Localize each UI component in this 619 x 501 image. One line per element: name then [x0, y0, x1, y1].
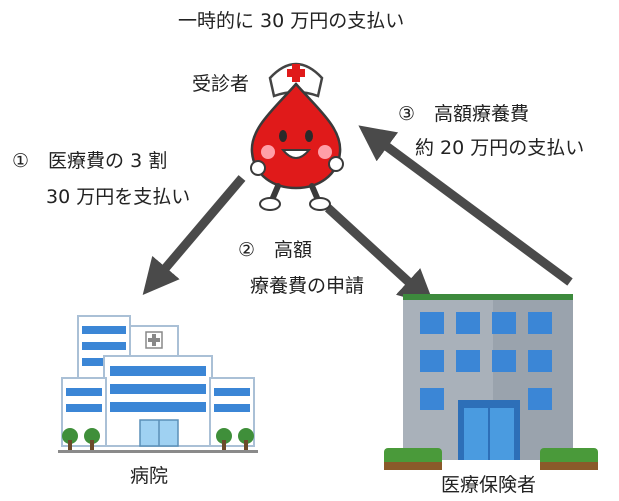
hospital-label: 病院 — [130, 465, 169, 487]
step2-label-line2: 療養費の申請 — [250, 275, 365, 297]
step3-label-line1: ③ 高額療養費 — [398, 103, 530, 125]
patient-label: 受診者 — [192, 73, 250, 95]
insurer-label: 医療保険者 — [441, 474, 537, 496]
arrow-patient-to-insurer — [324, 204, 435, 306]
hospital-building-icon — [58, 315, 258, 453]
top-payment-note: 一時的に 30 万円の支払い — [178, 10, 405, 32]
insurer-building-icon — [384, 294, 598, 470]
step3-label-line2: 約 20 万円の支払い — [415, 137, 585, 159]
step1-label-line2: 30 万円を支払い — [46, 186, 191, 208]
step1-label-line1: ① 医療費の 3 割 — [12, 150, 168, 172]
patient-mascot-icon — [250, 62, 344, 211]
arrow-insurer-to-patient — [358, 125, 573, 286]
step2-label-line1: ② 高額 — [238, 239, 313, 261]
arrow-patient-to-hospital — [142, 175, 246, 295]
